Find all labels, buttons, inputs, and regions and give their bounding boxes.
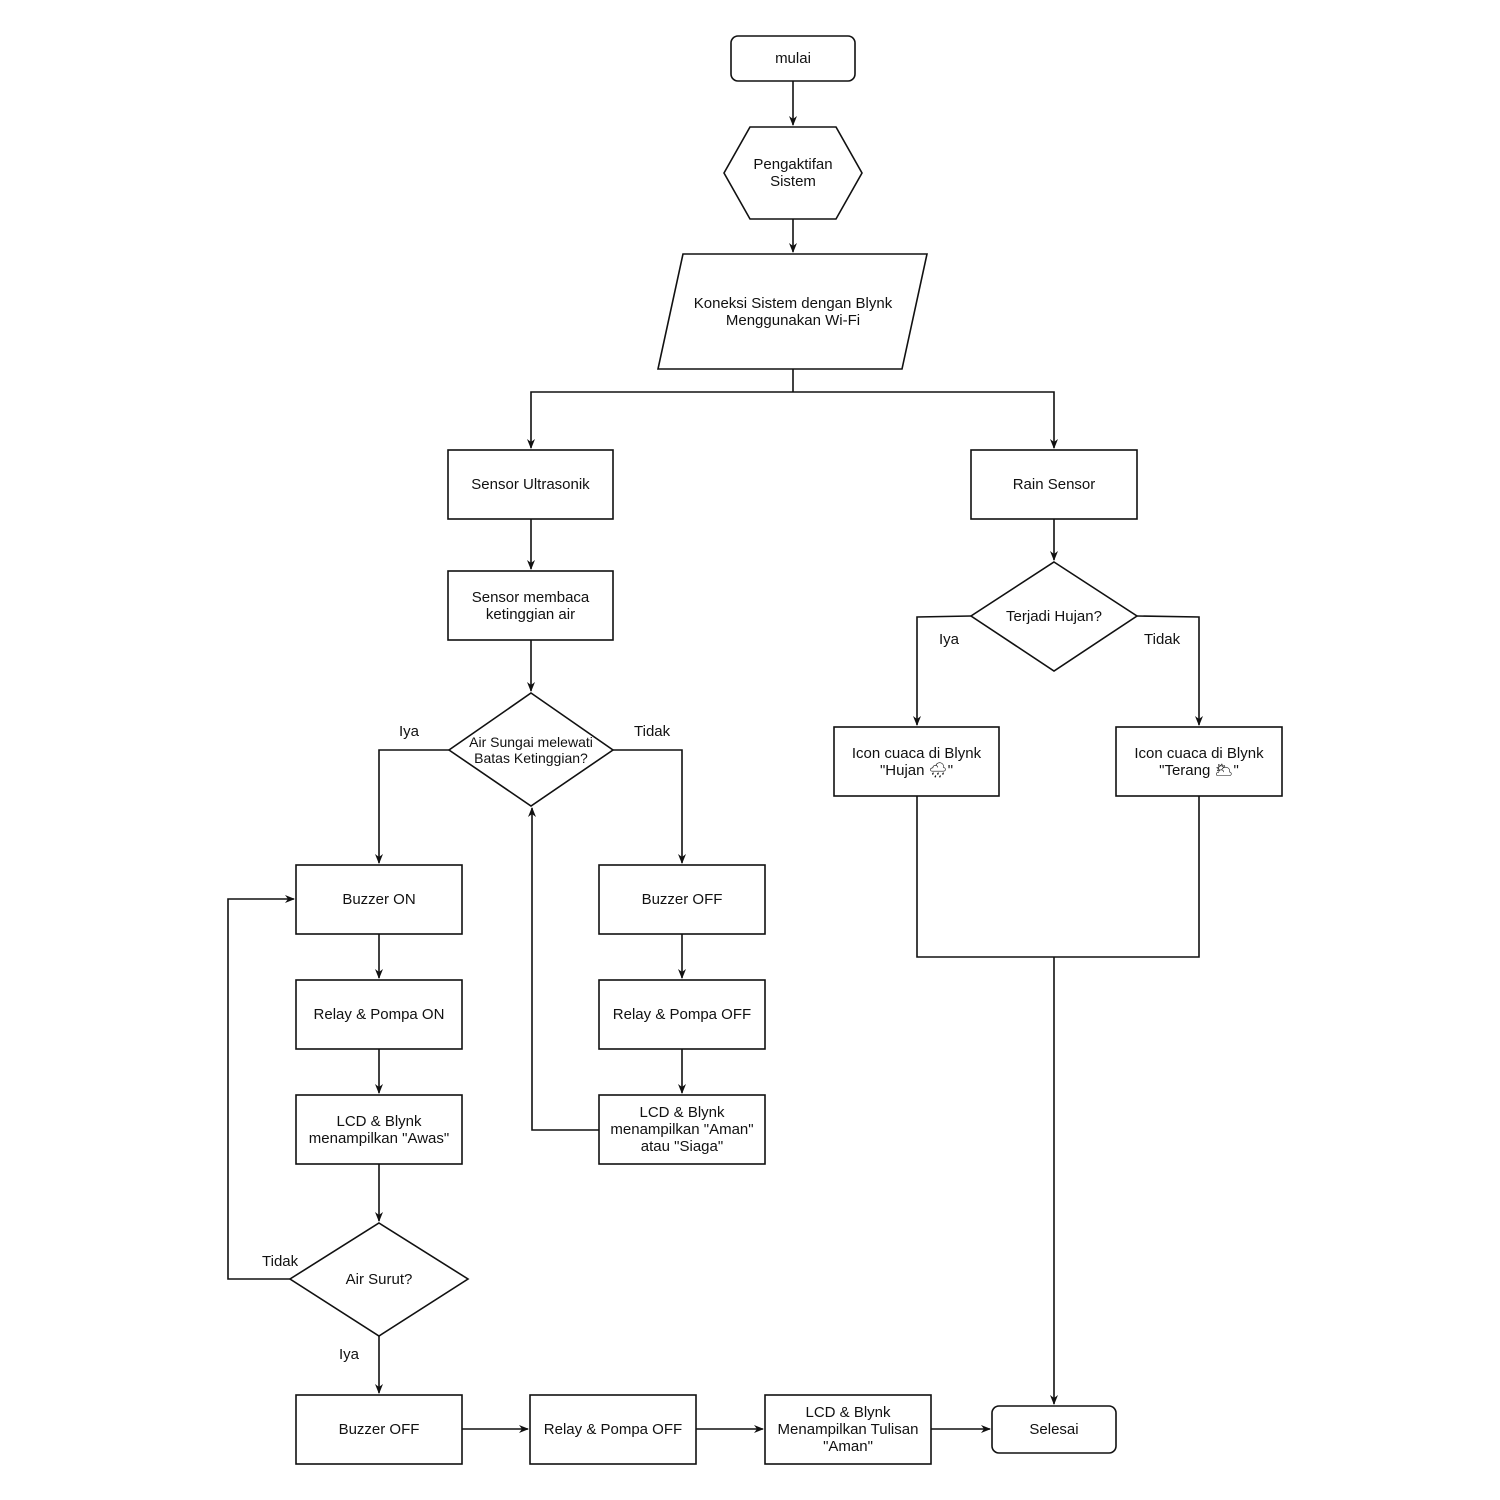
edge-sungai-tidak xyxy=(613,749,686,864)
edge-sungai-iya xyxy=(375,749,449,864)
edge-label-hujan-tidak: Tidak xyxy=(1144,631,1181,648)
air-surut-label: Air Surut? xyxy=(345,1270,413,1288)
edge-split-ultrasonik xyxy=(527,391,793,449)
edge-icons-merge xyxy=(916,796,1200,958)
edge-label-hujan-iya: Iya xyxy=(939,631,960,648)
process-buzzer-on xyxy=(295,864,463,935)
process-lcd-awas xyxy=(295,1094,463,1165)
edge-hujan-iya xyxy=(913,615,972,726)
edge-hujan-tidak xyxy=(1136,615,1203,726)
process-icon-hujan xyxy=(833,726,1000,797)
process-buzzer-off-bottom xyxy=(295,1394,463,1465)
process-relay-off-right xyxy=(598,979,766,1050)
sensor-membaca-label: Sensor membaca ketinggian air xyxy=(471,588,590,623)
buzzer-off-bottom-label: Buzzer OFF xyxy=(338,1421,420,1438)
mulai-label: mulai xyxy=(775,50,811,67)
edge-lcdaman-loop xyxy=(528,807,599,1131)
process-sensor-membaca xyxy=(447,570,614,641)
decision-terjadi-hujan xyxy=(969,561,1139,672)
pengaktifan-label: Pengaktifan Sistem xyxy=(753,156,833,190)
process-buzzer-off-right xyxy=(598,864,766,935)
relay-on-label: Relay & Pompa ON xyxy=(313,1006,445,1023)
sensor-ultrasonik-label: Sensor Ultrasonik xyxy=(471,476,590,493)
process-icon-terang xyxy=(1115,726,1283,797)
rain-sensor-label: Rain Sensor xyxy=(1012,476,1096,493)
relay-off-bottom-label: Relay & Pompa OFF xyxy=(543,1421,683,1438)
io-parallelogram xyxy=(657,253,928,370)
buzzer-off-right-label: Buzzer OFF xyxy=(641,891,723,908)
lcd-aman-label: LCD & Blynk Menampilkan Tulisan "Aman" xyxy=(777,1404,919,1455)
edge-label-sungai-tidak: Tidak xyxy=(634,723,671,740)
selesai-label: Selesai xyxy=(1029,1421,1079,1438)
air-sungai-label: Air Sungai melewati Batas Ketinggian? xyxy=(469,734,593,766)
buzzer-on-label: Buzzer ON xyxy=(342,891,416,908)
process-lcd-aman xyxy=(764,1394,932,1465)
preparation-hexagon xyxy=(723,126,863,220)
relay-off-right-label: Relay & Pompa OFF xyxy=(612,1006,752,1023)
process-relay-off-bottom xyxy=(529,1394,697,1465)
terjadi-hujan-label: Terjadi Hujan? xyxy=(1006,607,1102,625)
icon-hujan-label: Icon cuaca di Blynk "Hujan 🌧" xyxy=(851,744,982,779)
process-rain-sensor xyxy=(970,449,1138,520)
edge-label-surut-iya: Iya xyxy=(339,1346,360,1363)
lcd-aman-siaga-label: LCD & Blynk menampilkan "Aman" atau "Sia… xyxy=(610,1104,754,1155)
lcd-awas-label: LCD & Blynk menampilkan "Awas" xyxy=(308,1112,450,1147)
edge-label-sungai-iya: Iya xyxy=(399,723,420,740)
decision-air-sungai xyxy=(447,692,615,807)
end-terminal xyxy=(991,1405,1117,1454)
edge-label-surut-tidak: Tidak xyxy=(262,1253,299,1270)
icon-terang-label: Icon cuaca di Blynk "Terang 🌥" xyxy=(1134,744,1264,779)
edge-surut-tidak xyxy=(227,895,295,1280)
koneksi-label: Koneksi Sistem dengan Blynk Menggunakan … xyxy=(693,294,893,329)
process-lcd-aman-siaga xyxy=(598,1094,766,1165)
edge-split-rain xyxy=(793,391,1058,449)
